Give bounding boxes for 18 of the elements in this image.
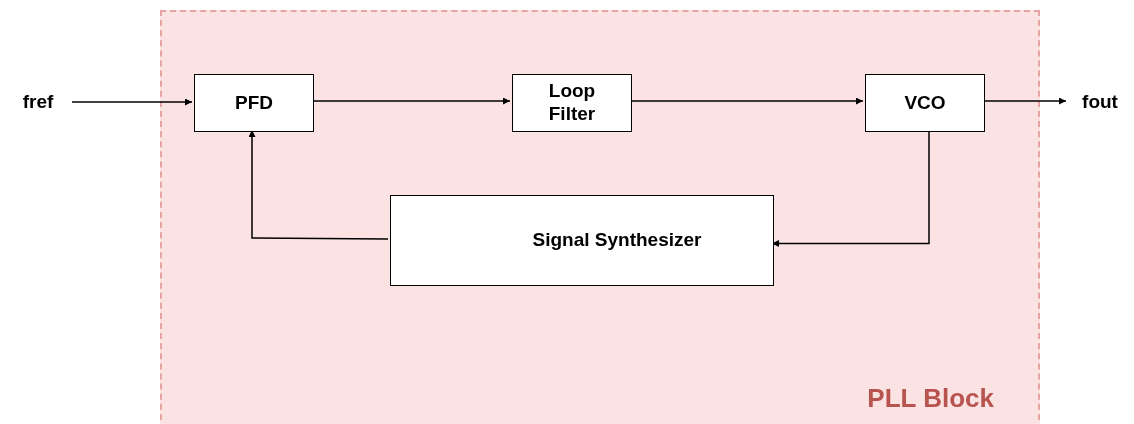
- box-label: Signal Synthesizer: [532, 229, 702, 252]
- arrow: [71, 98, 193, 106]
- arrow: [771, 129, 930, 247]
- arrow: [311, 97, 511, 105]
- box-label: VCO: [904, 91, 946, 115]
- box-label: Loop Filter: [547, 80, 597, 126]
- arrow: [982, 97, 1067, 105]
- pll-block-region: [160, 10, 1040, 424]
- box-label: PFD: [235, 91, 273, 115]
- process-box: [194, 74, 314, 132]
- signal-label: fout: [1082, 90, 1118, 114]
- process-box: [390, 195, 774, 286]
- arrow: [248, 129, 389, 240]
- region-title: PLL Block: [867, 382, 994, 414]
- process-box: [512, 74, 632, 132]
- arrow: [629, 97, 864, 105]
- signal-label: fref: [22, 90, 54, 114]
- process-box: [865, 74, 985, 132]
